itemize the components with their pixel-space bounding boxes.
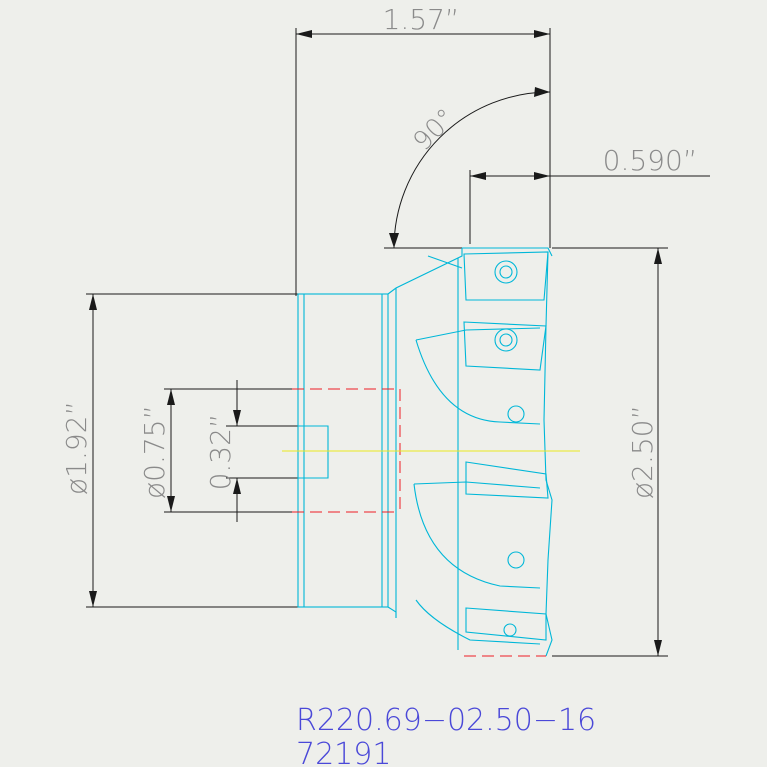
cutter-diameter-dimension: ø2.50” [552,247,668,657]
shank-diameter-label: ø1.92” [60,401,93,495]
part-code: 72191 [296,737,391,767]
insert-offset-dimension: 0.590” [469,144,710,244]
keyway-dimension: 0.32” [204,380,300,522]
arrowhead [89,294,97,310]
angle-label: 90° [408,103,462,157]
angle-dimension: 90° [384,87,551,249]
shank-diameter-dimension: ø1.92” [60,293,298,608]
arrowhead [654,640,662,656]
arrowhead [167,389,175,405]
insert-offset-label: 0.590” [603,144,698,177]
length-dimension-label: 1.57” [383,3,460,36]
cutter-diameter-label: ø2.50” [626,405,659,499]
arrowhead [167,496,175,512]
arrowhead [296,30,312,38]
arrowhead [233,478,241,494]
length-dimension: 1.57” [295,3,551,296]
cutter-body-outline [297,247,553,657]
hole-icon [503,623,517,637]
arrowhead [89,591,97,607]
arrowhead [654,248,662,264]
arrowhead [233,410,241,426]
hole-icon [507,551,525,569]
arrowhead [534,87,550,97]
hole-icon [507,405,525,423]
screw-icon [499,265,513,279]
screw-icon [494,328,518,352]
hidden-lines [292,388,546,657]
bore-diameter-label: ø0.75” [138,405,171,499]
arrowhead [534,172,550,180]
screw-icon [499,333,513,347]
part-number: R220.69−02.50−16 [296,703,596,738]
screw-icon [494,260,518,284]
arrowhead [470,172,486,180]
bore-diameter-dimension: ø0.75” [138,388,296,513]
keyway-label: 0.32” [204,414,237,491]
arrowhead [534,30,550,38]
arrowhead [389,233,399,248]
